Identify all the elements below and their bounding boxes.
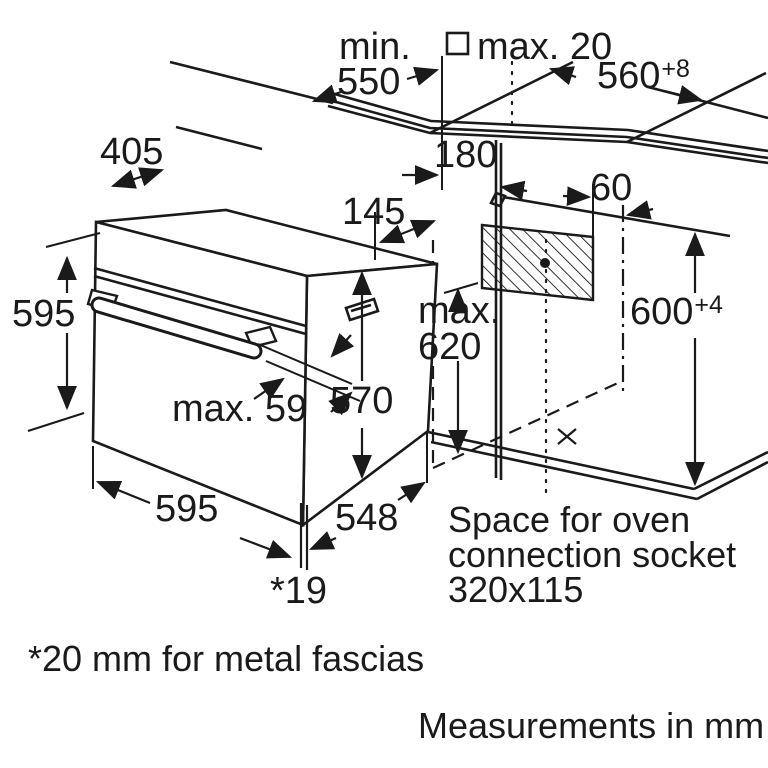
dim-max-20: max. 20 bbox=[477, 26, 613, 68]
dim-max-word: max. bbox=[418, 290, 501, 332]
dim-560-8: 560+8 bbox=[597, 55, 690, 97]
arrow-548-right bbox=[397, 481, 426, 504]
oven-front-face bbox=[91, 220, 309, 527]
socket-note-line1: Space for oven bbox=[448, 499, 691, 540]
dim-560: 560 bbox=[597, 55, 661, 97]
worktop-mid-edge bbox=[328, 98, 768, 160]
dim-180: 180 bbox=[434, 134, 498, 176]
dim-min-word: min. bbox=[339, 26, 411, 68]
socket-note-line3: 320x115 bbox=[448, 569, 584, 610]
arrow-59-a bbox=[330, 333, 355, 358]
arrow-60-right bbox=[625, 200, 654, 220]
cabinet-floor-front-2 bbox=[430, 440, 698, 501]
worktop-edge-left bbox=[175, 125, 263, 151]
arrow-60-left bbox=[562, 186, 592, 207]
fascia-note: *20 mm for metal fascias bbox=[28, 638, 425, 679]
control-panel-line-1 bbox=[93, 266, 307, 328]
socket-note-line2: connection socket bbox=[448, 534, 737, 575]
cabinet-floor-right bbox=[693, 450, 768, 491]
arrow-59-leader bbox=[253, 377, 285, 400]
arrow-560-right bbox=[663, 85, 704, 105]
worktop-front-edge bbox=[327, 104, 768, 165]
units-note: Measurements in mm bbox=[418, 705, 765, 746]
wall-and-worktop bbox=[169, 60, 768, 165]
cabinet-floor-right-2 bbox=[696, 460, 768, 501]
arrow-min550-left bbox=[311, 84, 342, 104]
dim-145: 145 bbox=[342, 191, 406, 233]
cabinet-floor-front bbox=[427, 430, 695, 491]
panel-top-cap bbox=[489, 191, 507, 208]
dim-570: 570 bbox=[330, 380, 394, 422]
dim-560-tolerance: +8 bbox=[661, 55, 690, 83]
wall-line bbox=[169, 60, 334, 105]
hob-cutout-left-edge bbox=[429, 60, 574, 135]
dim-60: 60 bbox=[590, 167, 633, 209]
arrow-405 bbox=[110, 167, 165, 189]
dim-19-door: *19 bbox=[270, 570, 328, 612]
niche-top-edge bbox=[502, 195, 731, 238]
dim-max-59: max. 59 bbox=[172, 388, 308, 430]
worktop-back-edge bbox=[330, 91, 768, 153]
dim-max-620: 620 bbox=[418, 326, 482, 368]
arrow-595w-right bbox=[239, 536, 293, 559]
socket-space-hatch bbox=[480, 223, 595, 302]
dim-600-4: 600+4 bbox=[630, 291, 723, 333]
dim-600: 600 bbox=[630, 291, 694, 333]
arrow-548-left bbox=[308, 531, 337, 551]
arrow-145 bbox=[378, 219, 437, 244]
dim-595-height: 595 bbox=[12, 293, 76, 335]
arrow-59-b bbox=[328, 391, 353, 416]
dim-min-550: 550 bbox=[337, 61, 401, 103]
arrow-595w-left bbox=[95, 480, 151, 505]
arrow-min550-right bbox=[406, 66, 440, 86]
dim-600-tolerance: +4 bbox=[694, 291, 723, 319]
door-overhang-lines bbox=[299, 503, 309, 570]
dim-595-width: 595 bbox=[155, 488, 219, 530]
control-panel-line-2 bbox=[93, 274, 307, 336]
max59-ref-line-1 bbox=[257, 343, 353, 385]
dimension-arrows bbox=[57, 66, 705, 559]
oven bbox=[91, 208, 439, 528]
socket-center-dot bbox=[540, 258, 550, 268]
cross-mark bbox=[557, 428, 577, 445]
hob-cutout-right-edge bbox=[626, 71, 767, 144]
arrow-180-right bbox=[499, 180, 528, 201]
dim-548: 548 bbox=[335, 497, 399, 539]
dim-405: 405 bbox=[100, 131, 164, 173]
arrow-560-left bbox=[548, 66, 577, 86]
square-symbol bbox=[445, 31, 470, 56]
oven-handle bbox=[86, 288, 278, 360]
